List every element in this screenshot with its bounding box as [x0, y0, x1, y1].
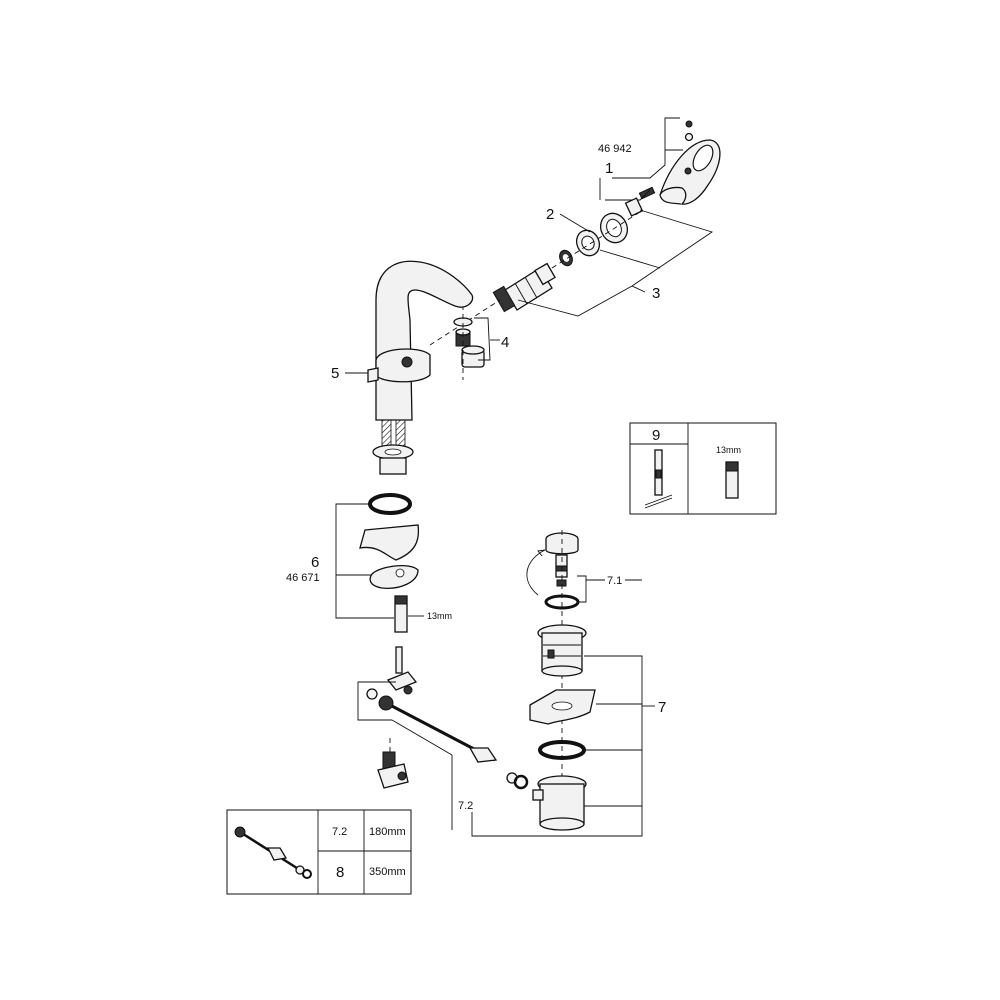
label-46942: 46 942 [598, 143, 632, 155]
hex-socket [725, 461, 739, 499]
waste-washer [529, 689, 596, 725]
mounting-plate [372, 444, 414, 475]
long-rod [234, 826, 312, 879]
nut-ring [575, 229, 601, 257]
box-9 [629, 422, 777, 515]
lift-rod-clamp [366, 646, 418, 700]
label-2: 2 [546, 206, 554, 223]
t-handle-wrench [644, 449, 673, 509]
box8-row1-size: 180mm [369, 826, 406, 838]
box8-row2-size: 350mm [369, 866, 406, 878]
cover-ring [599, 212, 629, 244]
horizontal-rod [378, 695, 529, 790]
label-13mm-fixing: 13mm [427, 611, 452, 621]
label-7: 7 [658, 699, 666, 716]
box8-row1-number: 7.2 [332, 826, 347, 838]
label-4: 4 [501, 334, 509, 351]
waste-nut [532, 775, 587, 831]
adapter-bushing [624, 197, 644, 217]
handle-screw [684, 120, 694, 175]
box9-number: 9 [652, 427, 660, 444]
label-5: 5 [331, 365, 339, 382]
mixer-tap-body [367, 260, 474, 421]
cartridge [492, 262, 556, 313]
label-6: 6 [311, 554, 319, 571]
label-7-1: 7.1 [607, 575, 622, 587]
box8-row2-number: 8 [336, 864, 344, 881]
waste-o-ring [538, 740, 586, 760]
fixing-plate [369, 564, 419, 589]
box-8 [226, 809, 412, 895]
crescent-washer [359, 524, 420, 561]
label-46671: 46 671 [286, 572, 320, 584]
label-7-2: 7.2 [458, 800, 473, 812]
label-1: 1 [605, 160, 613, 177]
rod-fitting [377, 751, 409, 789]
o-ring-large [368, 493, 412, 515]
waste-body [537, 624, 587, 677]
fixing-bolt [394, 595, 408, 633]
o-ring-small [559, 249, 573, 267]
label-3: 3 [652, 285, 660, 302]
aerator-set [453, 317, 485, 368]
box9-size: 13mm [716, 445, 741, 455]
